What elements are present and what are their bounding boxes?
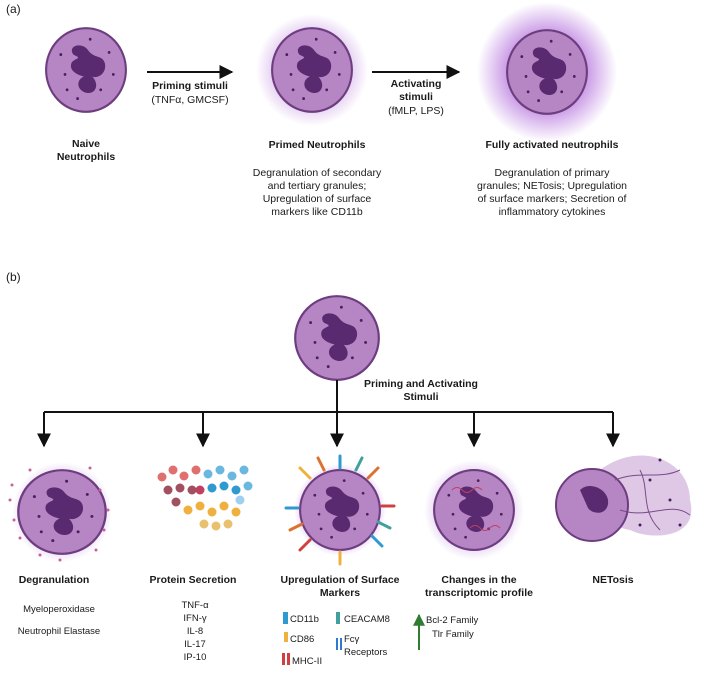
- priming-stimuli-sub: (TNFα, GMCSF): [151, 94, 229, 106]
- priming-stimuli-title: Priming stimuli: [152, 80, 228, 92]
- primed-neutrophils-desc: Degranulation of secondary and tertiary …: [252, 167, 382, 218]
- cd86-glyph-icon: [284, 632, 288, 642]
- marker-ceacam8: CEACAM8: [344, 614, 390, 625]
- stimulated-neutrophil-cell: [294, 295, 380, 381]
- secretion-item-3: IL-8: [186, 626, 204, 637]
- activating-stimuli-title: Activating stimuli: [390, 78, 442, 103]
- branch-tree: [37, 380, 620, 448]
- activated-neutrophil-cell: [477, 2, 617, 142]
- transcriptomic-title: Changes in the transcriptomic profile: [425, 574, 533, 599]
- panel-a-label: (a): [6, 2, 21, 16]
- surface-markers-title: Upregulation of Surface Markers: [280, 574, 400, 599]
- marker-fcg-receptors: Fcγ Receptors: [344, 634, 388, 658]
- marker-cd11b: CD11b: [290, 614, 319, 625]
- activated-neutrophils-desc: Degranulation of primary granules; NETos…: [477, 167, 627, 218]
- degranulation-item-1: Myeloperoxidase: [23, 604, 95, 615]
- activated-neutrophils-title: Fully activated neutrophils: [485, 139, 619, 151]
- cytokine-balls-icon: [157, 465, 253, 531]
- naive-neutrophils-title: Naive Neutrophils: [56, 138, 116, 163]
- fcg-receptor-glyph-icon: [336, 638, 342, 650]
- primed-neutrophil-cell: [256, 14, 368, 126]
- degranulation-title: Degranulation: [18, 574, 90, 586]
- degranulation-item-2: Neutrophil Elastase: [17, 626, 101, 637]
- netosis-cell: [555, 455, 692, 542]
- protein-secretion-title: Protein Secretion: [149, 574, 237, 586]
- activating-stimuli-sub: (fMLP, LPS): [388, 105, 444, 117]
- netosis-title: NETosis: [592, 574, 634, 586]
- primed-neutrophils-title: Primed Neutrophils: [268, 139, 366, 151]
- secretion-item-2: IFN-γ: [183, 613, 207, 624]
- transcriptomic-item-2: Tlr Family: [432, 629, 474, 640]
- secretion-item-5: IP-10: [183, 652, 207, 663]
- stimuli-label: Priming and Activating Stimuli: [364, 378, 478, 403]
- secretion-item-4: IL-17: [184, 639, 206, 650]
- naive-neutrophil-cell: [45, 27, 128, 113]
- marker-mhc-ii: MHC-II: [292, 656, 323, 667]
- surface-markers-cell: [284, 454, 396, 566]
- secretion-item-1: TNF-α: [181, 600, 209, 611]
- cd11b-glyph-icon: [283, 612, 288, 624]
- transcriptomic-cell: [424, 460, 524, 560]
- panel-b-label: (b): [6, 270, 21, 284]
- marker-cd86: CD86: [290, 634, 315, 645]
- ceacam8-glyph-icon: [336, 612, 340, 624]
- transcriptomic-item-1: Bcl-2 Family: [426, 615, 479, 626]
- degranulation-cell: [8, 462, 112, 562]
- mhc-ii-glyph-icon: [282, 653, 290, 665]
